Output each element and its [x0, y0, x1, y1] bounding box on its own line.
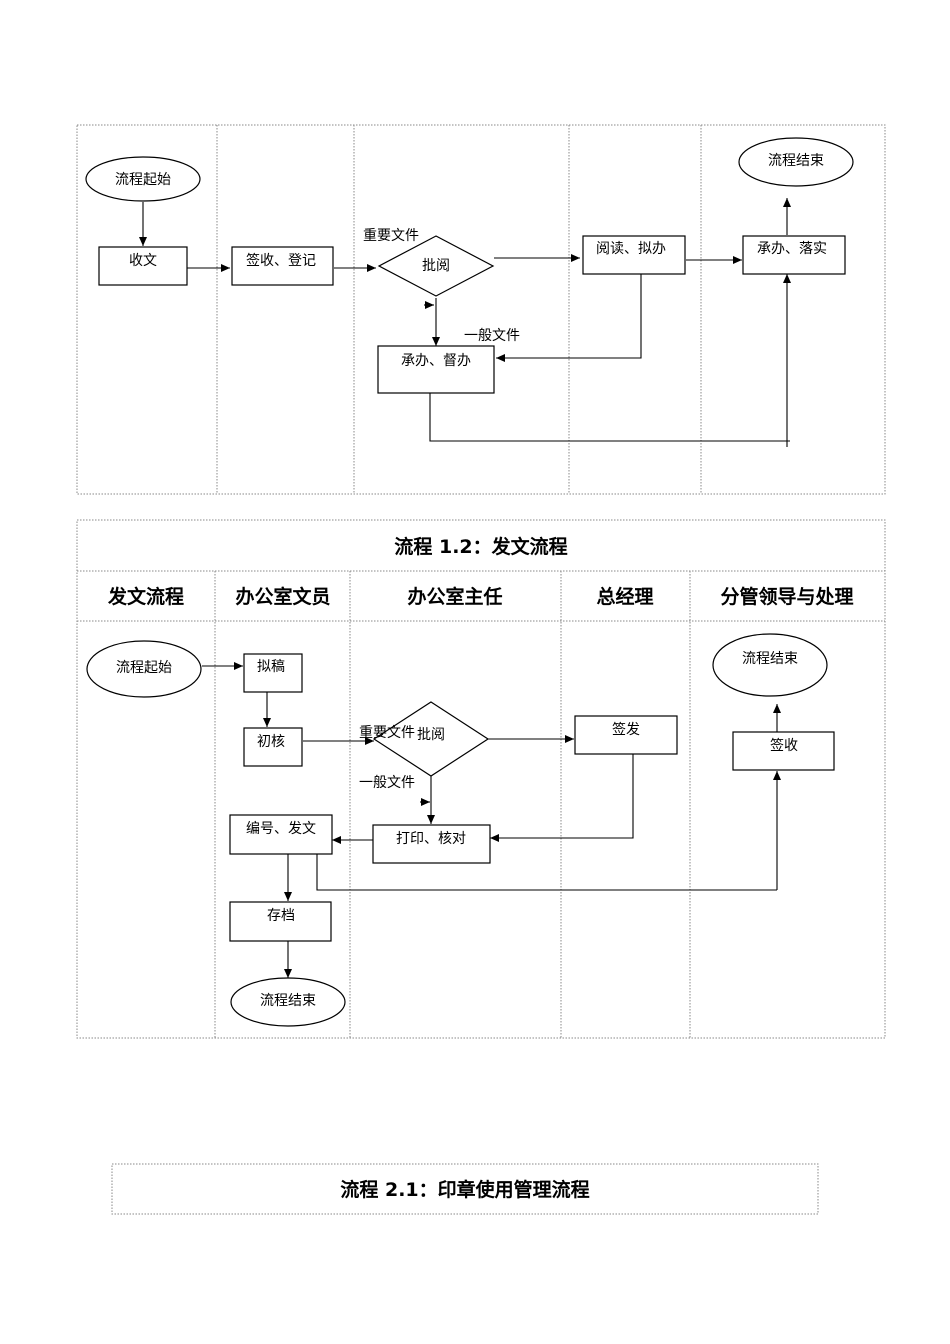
flow2-end-right-label: 流程结束 — [742, 651, 798, 667]
flow2-title: 流程 1.2：发文流程 — [394, 535, 567, 558]
flow2-lane-header: 办公室主任 — [407, 585, 502, 608]
flow2-print-check-node — [372, 824, 491, 864]
flow2-archive-label: 存档 — [267, 908, 295, 924]
flow1-review-label: 批阅 — [422, 258, 450, 274]
flow2-receipt-label: 签收 — [770, 737, 798, 754]
flow2-number-issue-label: 编号、发文 — [246, 821, 316, 837]
flow1-implement-node — [742, 235, 846, 275]
flow3-title: 流程 2.1：印章使用管理流程 — [340, 1178, 589, 1201]
flow2-review-decision — [372, 701, 490, 777]
outgoing-document-flow: 流程 1.2：发文流程 发文流程 办公室文员 办公室主任 总经理 分管领导与处理… — [76, 519, 886, 1039]
arrow-sign-to-print — [490, 754, 634, 842]
flow2-number-issue-node — [229, 814, 333, 855]
flow2-important-label: 重要文件 — [359, 725, 415, 741]
flow2-print-check-label: 打印、核对 — [396, 830, 466, 847]
flow1-general-label: 一般文件 — [464, 328, 520, 344]
flow1-start-label: 流程起始 — [115, 172, 171, 188]
flow1-end-node — [738, 137, 854, 187]
flow2-issue-sign-label: 签发 — [612, 721, 640, 738]
flow2-lane-header: 分管领导与处理 — [720, 585, 853, 608]
flow1-important-label: 重要文件 — [363, 228, 419, 244]
flow2-check-label: 初核 — [257, 733, 285, 750]
flow1-receive-node — [98, 246, 188, 286]
flow2-receipt-node — [732, 731, 835, 771]
flow2-start-label: 流程起始 — [116, 660, 172, 676]
flow2-review-label: 批阅 — [417, 727, 445, 743]
flow1-start-node — [85, 156, 201, 202]
flow2-end-right-node — [712, 633, 828, 697]
flow1-read-draft-label: 阅读、拟办 — [596, 240, 666, 257]
flow1-supervise-node — [377, 345, 495, 394]
arrow-read-to-supervise — [496, 274, 642, 362]
flow2-draft-node — [243, 653, 303, 693]
seal-management-flow: 流程 2.1：印章使用管理流程 — [111, 1163, 819, 1215]
line-number-to-receipt — [316, 854, 777, 891]
flow1-frame — [76, 124, 886, 495]
flow2-issue-sign-node — [574, 715, 678, 755]
flow2-lane-header: 办公室文员 — [235, 585, 330, 608]
flow1-end-label: 流程结束 — [768, 153, 824, 169]
line-supervise-bottom — [429, 392, 790, 442]
flow2-archive-node — [229, 901, 332, 942]
flow1-sign-register-label: 签收、登记 — [246, 252, 316, 269]
flow1-sign-register-node — [231, 246, 334, 286]
flow2-end-left-node — [230, 977, 346, 1027]
flow2-general-label: 一般文件 — [359, 775, 415, 791]
flow2-draft-label: 拟稿 — [257, 659, 285, 675]
flow2-lane-header: 总经理 — [596, 585, 653, 608]
flow1-receive-label: 收文 — [129, 253, 157, 269]
flow1-supervise-label: 承办、督办 — [401, 353, 471, 369]
flow2-check-node — [243, 727, 303, 767]
flow2-end-left-label: 流程结束 — [260, 993, 316, 1009]
flow2-lane-header: 发文流程 — [107, 585, 184, 608]
flow1-read-draft-node — [582, 235, 686, 275]
flow2-start-node — [86, 640, 202, 698]
flow1-review-decision — [377, 235, 495, 297]
incoming-document-flow: 流程起始 收文 签收、登记 批阅 重要文件 一般文件 阅读、拟办 承办、落实 流… — [76, 124, 886, 495]
flow1-implement-label: 承办、落实 — [757, 241, 827, 257]
